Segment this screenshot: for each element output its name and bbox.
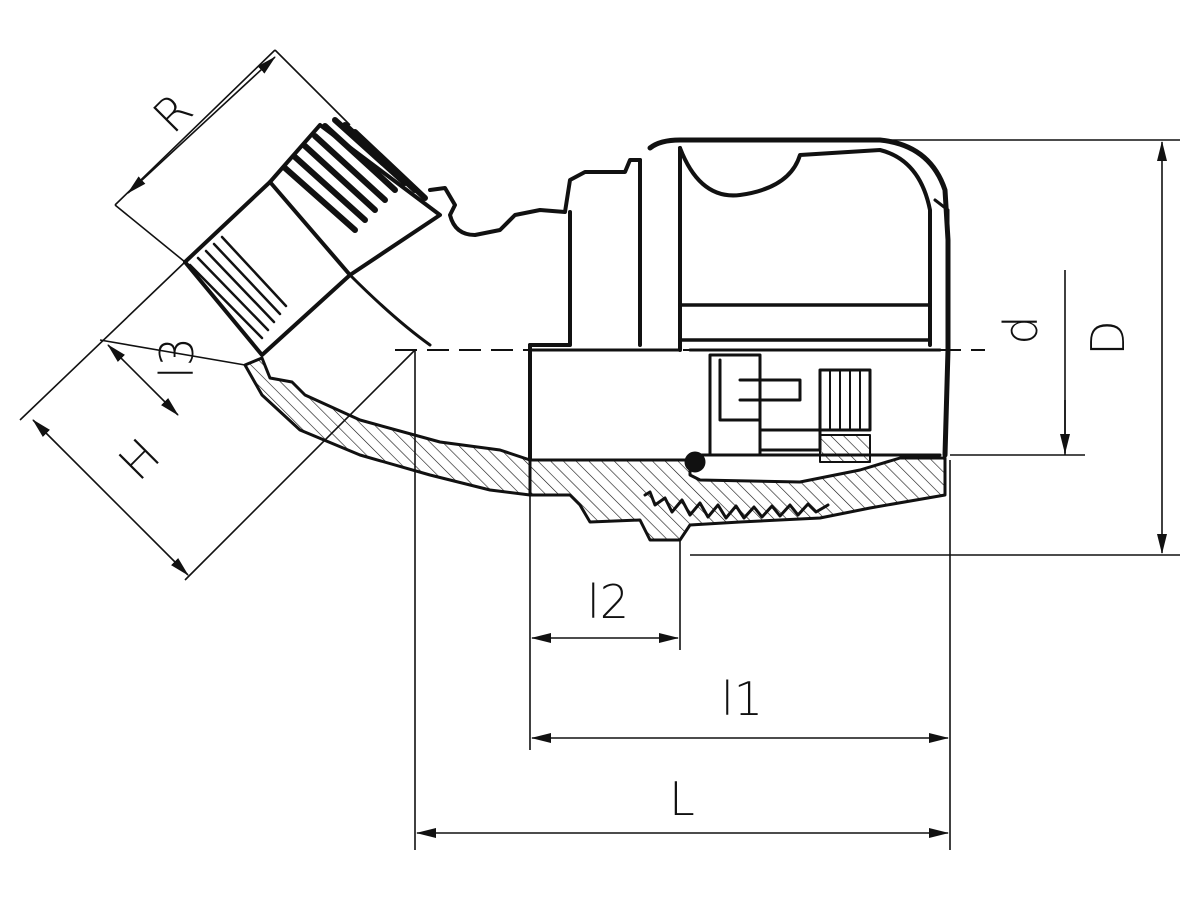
inner-seal-lines — [688, 348, 942, 457]
clamp-hatched — [819, 434, 871, 463]
dimension-arrows — [32, 56, 1167, 838]
socket-cap — [647, 137, 951, 458]
clamp-ring — [708, 353, 762, 457]
socket-cap-grip — [678, 146, 932, 347]
socket-cap-band — [678, 303, 932, 342]
cap-right-rim — [933, 198, 950, 352]
label-l3: l3 — [150, 337, 204, 379]
label-d: d — [994, 315, 1048, 344]
grip-teeth — [643, 490, 830, 520]
body-neck — [428, 158, 642, 237]
clamp-teeth — [818, 368, 872, 432]
neck-lower — [528, 210, 572, 347]
fitting-body — [183, 117, 951, 542]
label-l2: l2 — [587, 575, 629, 629]
clamp-fingers — [718, 358, 822, 452]
label-R: R — [142, 82, 203, 143]
o-ring — [684, 451, 706, 473]
dim-l3-arrow — [107, 344, 179, 416]
dim-R-arrow — [127, 56, 276, 194]
label-L: L — [669, 772, 695, 826]
inner-thread-lines — [188, 235, 288, 340]
thread-fillet — [348, 273, 432, 347]
label-D: D — [1081, 320, 1135, 355]
dim-H-arrow — [32, 419, 189, 576]
label-H: H — [108, 428, 171, 491]
angled-body-wall — [243, 356, 532, 497]
label-l1: l1 — [721, 672, 763, 726]
thread-top — [268, 123, 442, 277]
socket-bottom-wall — [528, 456, 947, 542]
clamp-teeth-lines — [829, 369, 861, 431]
thread-lines — [282, 117, 428, 233]
socket-cap-inner — [638, 146, 682, 352]
dimension-lines — [19, 49, 1180, 850]
